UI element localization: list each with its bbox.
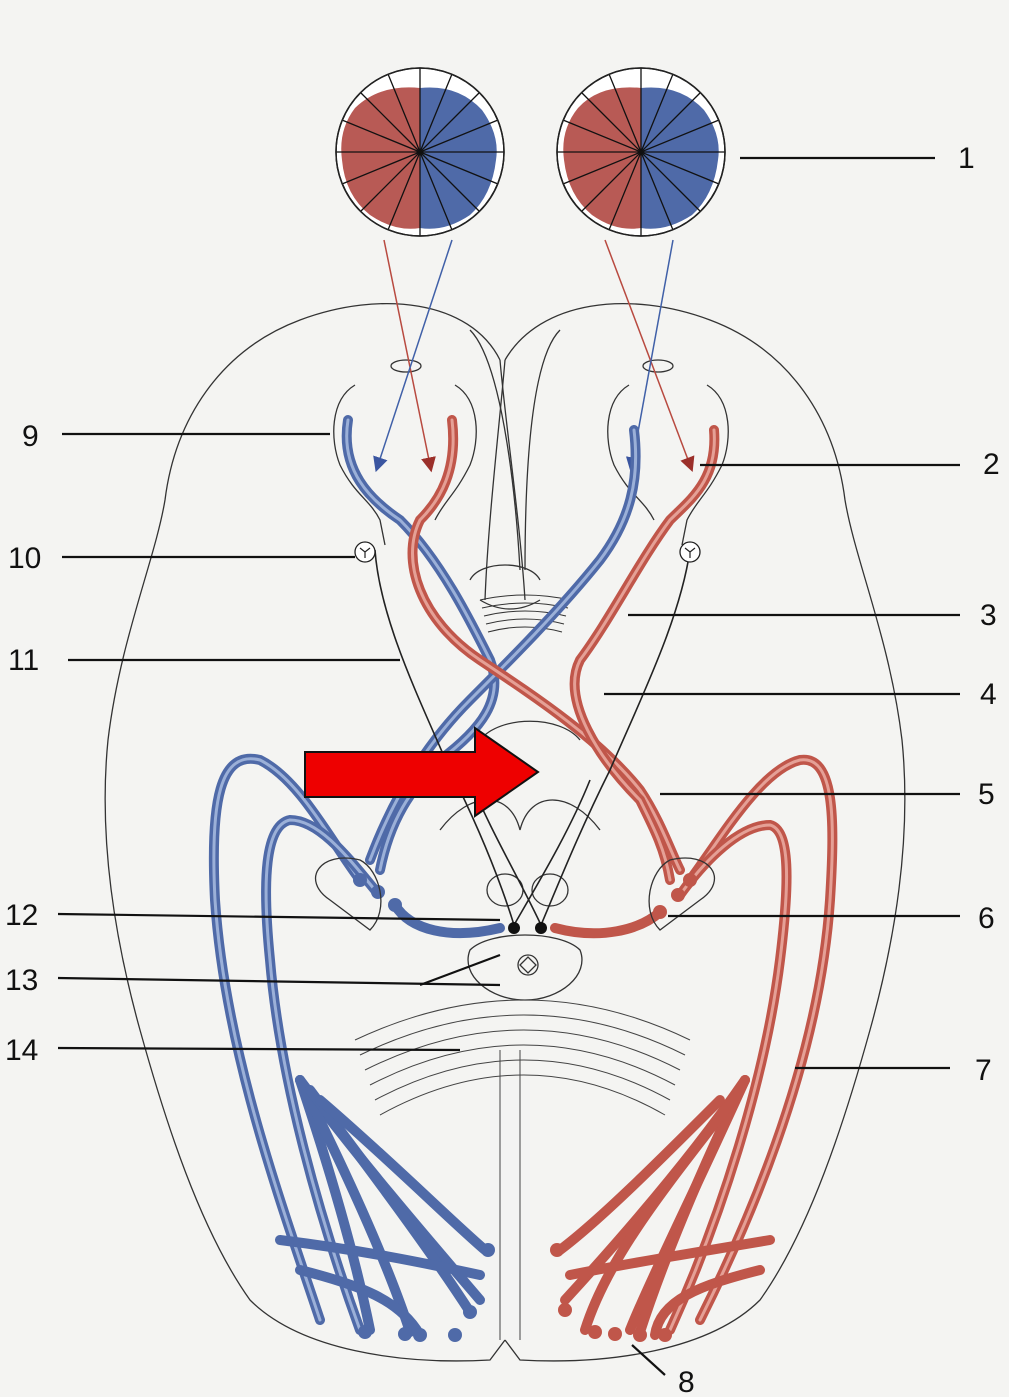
left-visual-field bbox=[336, 68, 504, 236]
label-6: 6 bbox=[978, 902, 995, 935]
brain-outline bbox=[105, 304, 905, 1361]
label-11: 11 bbox=[8, 644, 39, 677]
label-5: 5 bbox=[978, 778, 995, 811]
label-9: 9 bbox=[22, 420, 39, 453]
highlight-arrow bbox=[305, 728, 538, 816]
label-2: 2 bbox=[983, 448, 1000, 481]
red-pathway bbox=[413, 420, 833, 1342]
label-10: 10 bbox=[8, 542, 41, 575]
label-4: 4 bbox=[980, 678, 997, 711]
label-12: 12 bbox=[5, 899, 38, 932]
label-3: 3 bbox=[980, 599, 997, 632]
label-1: 1 bbox=[958, 142, 975, 175]
pupillary-fibers bbox=[355, 542, 700, 934]
label-13: 13 bbox=[5, 964, 38, 997]
blue-pathway bbox=[214, 420, 636, 1342]
label-7: 7 bbox=[975, 1054, 992, 1087]
label-8: 8 bbox=[678, 1366, 695, 1397]
projection-lines bbox=[378, 240, 690, 465]
right-visual-field bbox=[557, 68, 725, 236]
label-14: 14 bbox=[5, 1034, 38, 1067]
